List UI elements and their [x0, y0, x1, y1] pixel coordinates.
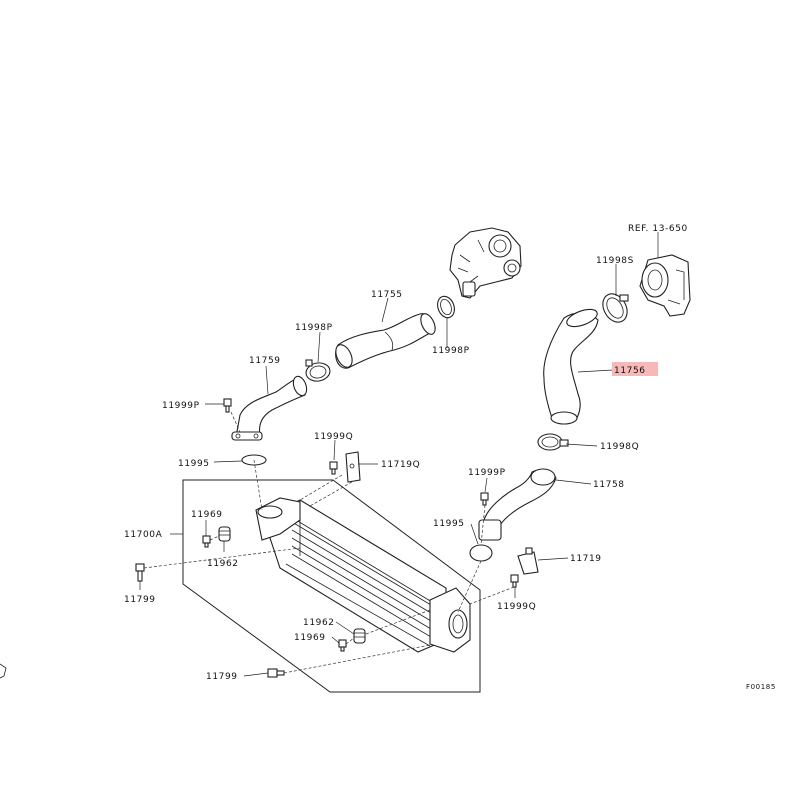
label-11995-left: 11995 [178, 459, 210, 469]
label-11700a: 11700A [124, 530, 163, 540]
label-11969-lower: 11969 [294, 633, 326, 643]
leader-lines [139, 232, 659, 677]
label-11758: 11758 [593, 480, 625, 490]
label-11998p-upper: 11998P [295, 323, 333, 333]
label-11719: 11719 [570, 554, 602, 564]
label-11756: 11756 [614, 366, 646, 376]
part-labels: REF. 13-650 11998S 11755 11998P 11998P 1… [124, 224, 776, 691]
bolt-11999p-left-drawing [223, 398, 232, 413]
bracket-11719-drawing [517, 547, 539, 575]
clamp-11998s-drawing [602, 293, 629, 323]
label-11998q: 11998Q [600, 442, 639, 452]
label-11962-lower: 11962 [303, 618, 335, 628]
label-11799-bottom: 11799 [206, 672, 238, 682]
hose-11756-drawing [543, 308, 599, 425]
alignment-dashes [143, 411, 515, 674]
oring-11995-right-drawing [469, 544, 493, 562]
bracket-11719q-drawing [345, 451, 361, 483]
label-11969-upper: 11969 [191, 510, 223, 520]
turbocharger-drawing [449, 227, 522, 299]
figure-code: F00185 [746, 683, 776, 691]
label-11995-right: 11995 [433, 519, 465, 529]
label-ref-13-650: REF. 13-650 [628, 224, 688, 234]
label-11999p-left: 11999P [162, 401, 200, 411]
label-11719q: 11719Q [381, 460, 420, 470]
label-11755: 11755 [371, 290, 403, 300]
pipe-11759-drawing [231, 375, 308, 441]
bolt-11999p-right-drawing [480, 492, 489, 506]
intercooler-drawing [255, 497, 471, 653]
clamp-11998p-upper-drawing [437, 295, 455, 319]
label-11999q-upper: 11999Q [314, 432, 353, 442]
label-11998p-lower: 11998P [432, 346, 470, 356]
bushing-11962-upper-drawing [218, 526, 231, 542]
clamp-11998q-drawing [537, 433, 569, 451]
bolt-11999q-lower-drawing [510, 574, 519, 588]
bushing-11962-lower-drawing [353, 628, 366, 644]
bolt-11999q-upper-drawing [329, 461, 338, 475]
part-highlight [612, 362, 658, 376]
label-11999p-right: 11999P [468, 468, 506, 478]
bolt-11799-left-drawing [135, 563, 145, 582]
label-11998s: 11998S [596, 256, 634, 266]
clamp-11998p-lower-drawing [305, 359, 331, 382]
label-11999q-lower: 11999Q [497, 602, 536, 612]
label-11759: 11759 [249, 356, 281, 366]
bolt-11969-upper-drawing [202, 535, 211, 548]
hose-11755-drawing [335, 313, 436, 369]
edge-fragment-icon [0, 663, 7, 679]
label-11799-left: 11799 [124, 595, 156, 605]
bolt-11799-bottom-drawing [267, 668, 285, 678]
label-11962-upper: 11962 [207, 559, 239, 569]
bolt-11969-lower-drawing [338, 639, 347, 652]
pipe-11758-drawing [478, 468, 557, 541]
throttle-body-drawing [639, 254, 691, 317]
